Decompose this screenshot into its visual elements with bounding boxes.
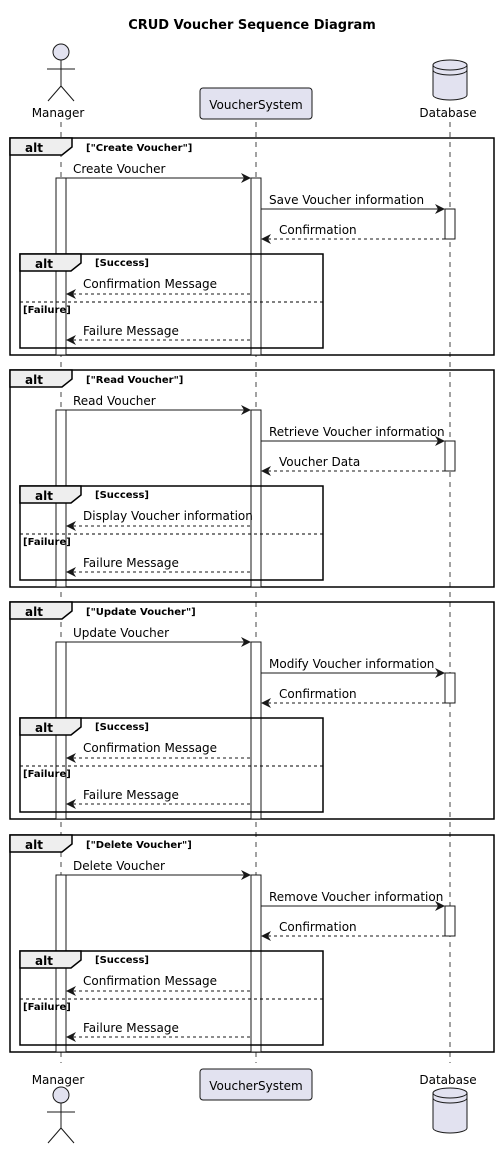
- fragment-keyword: alt: [25, 838, 43, 852]
- database-activation: [444, 672, 456, 704]
- success-guard: [Success]: [95, 490, 149, 501]
- nested-fragment-keyword: alt: [35, 721, 53, 735]
- success-guard: [Success]: [95, 722, 149, 733]
- manager-actor-bottom: Manager: [32, 1073, 85, 1144]
- fragment-guard: ["Update Voucher"]: [86, 607, 196, 618]
- failure-message-label: Failure Message: [83, 324, 179, 338]
- success-guard: [Success]: [95, 955, 149, 966]
- request-message-label: Delete Voucher: [73, 859, 165, 873]
- nested-alt-frame: [19, 717, 324, 813]
- database-activation: [444, 440, 456, 472]
- fragment-guard: ["Delete Voucher"]: [86, 840, 192, 851]
- alt-fragment: alt ["Delete Voucher"] Delete VoucherRemov…: [9, 834, 495, 1053]
- participant-label-manager: Manager: [32, 106, 85, 120]
- database-participant-bottom: Database: [419, 1073, 477, 1134]
- success-message-label: Confirmation Message: [83, 277, 217, 291]
- failure-guard: [Failure]: [23, 1002, 71, 1013]
- failure-message-label: Failure Message: [83, 1021, 179, 1035]
- nested-alt-frame: [19, 950, 324, 1046]
- manager-actor-top: Manager: [32, 43, 85, 120]
- system-activation: [250, 641, 262, 820]
- success-guard: [Success]: [95, 258, 149, 269]
- system-activation: [250, 409, 262, 588]
- system-activation: [250, 874, 262, 1053]
- actor-head-icon: [52, 43, 70, 61]
- success-message-label: Confirmation Message: [83, 741, 217, 755]
- failure-guard: [Failure]: [23, 305, 71, 316]
- alt-fragment: alt ["Create Voucher"] Create VoucherSave …: [9, 137, 495, 356]
- failure-message-label: Failure Message: [83, 788, 179, 802]
- fragment-guard: ["Create Voucher"]: [86, 143, 192, 154]
- nested-alt-frame: [19, 485, 324, 581]
- database-activation: [444, 208, 456, 240]
- success-message-label: Display Voucher information: [83, 509, 253, 523]
- db-reply-label: Confirmation: [279, 223, 357, 237]
- db-reply-label: Confirmation: [279, 687, 357, 701]
- alt-fragments: alt ["Create Voucher"] Create VoucherSave …: [9, 137, 495, 1053]
- alt-fragment: alt ["Read Voucher"] Read VoucherRetrieve …: [9, 369, 495, 588]
- system-activation: [250, 177, 262, 356]
- voucher-system-participant-bottom: VoucherSystem: [199, 1068, 313, 1101]
- fragment-guard: ["Read Voucher"]: [86, 375, 183, 386]
- participant-label-system-bottom: VoucherSystem: [209, 1079, 303, 1093]
- request-message-label: Update Voucher: [73, 626, 169, 640]
- participant-label-system: VoucherSystem: [209, 98, 303, 112]
- nested-fragment-keyword: alt: [35, 257, 53, 271]
- database-activation: [444, 905, 456, 937]
- failure-message-label: Failure Message: [83, 556, 179, 570]
- db-reply-label: Voucher Data: [279, 455, 360, 469]
- request-message-label: Create Voucher: [73, 162, 165, 176]
- db-request-label: Save Voucher information: [269, 193, 424, 207]
- participant-label-database-bottom: Database: [419, 1073, 476, 1087]
- database-icon: [432, 59, 468, 101]
- fragment-keyword: alt: [25, 373, 43, 387]
- voucher-system-participant-top: VoucherSystem: [199, 87, 313, 120]
- db-request-label: Remove Voucher information: [269, 890, 443, 904]
- database-participant-top: Database: [419, 59, 477, 120]
- failure-guard: [Failure]: [23, 537, 71, 548]
- fragment-keyword: alt: [25, 141, 43, 155]
- nested-alt-frame: [19, 253, 324, 349]
- database-icon: [432, 1087, 468, 1134]
- diagram-title: CRUD Voucher Sequence Diagram: [128, 18, 376, 33]
- fragment-keyword: alt: [25, 605, 43, 619]
- db-request-label: Retrieve Voucher information: [269, 425, 445, 439]
- actor-head-icon: [52, 1086, 70, 1104]
- nested-fragment-keyword: alt: [35, 954, 53, 968]
- alt-fragment: alt ["Update Voucher"] Update VoucherModif…: [9, 601, 495, 820]
- success-message-label: Confirmation Message: [83, 974, 217, 988]
- request-message-label: Read Voucher: [73, 394, 156, 408]
- failure-guard: [Failure]: [23, 769, 71, 780]
- db-request-label: Modify Voucher information: [269, 657, 434, 671]
- nested-fragment-keyword: alt: [35, 489, 53, 503]
- participant-label-manager-bottom: Manager: [32, 1073, 85, 1087]
- db-reply-label: Confirmation: [279, 920, 357, 934]
- participant-label-database: Database: [419, 106, 476, 120]
